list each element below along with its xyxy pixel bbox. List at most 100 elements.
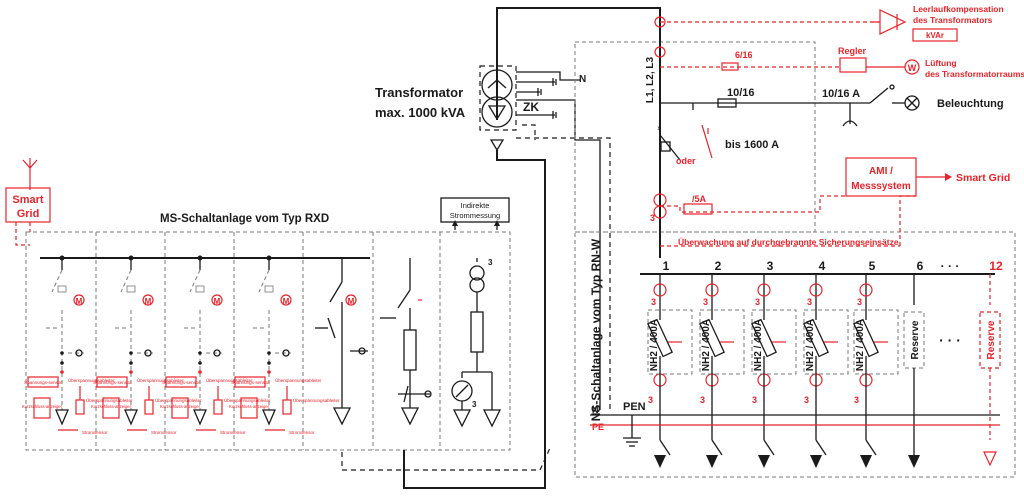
fuse-10-16-label: 10/16 bbox=[727, 87, 755, 99]
ct-number-top: 3 bbox=[488, 258, 493, 267]
surge-arrester-label: Überspannungsableiter bbox=[206, 377, 253, 383]
reserve-label: Reserve bbox=[910, 320, 921, 359]
fuse-6-16 bbox=[721, 62, 739, 71]
feeder-number: 2 bbox=[715, 259, 722, 273]
motor-label-6: M bbox=[348, 297, 355, 306]
regler-box bbox=[839, 57, 867, 73]
ground-icon bbox=[623, 415, 641, 447]
ct-three: 3 bbox=[755, 297, 760, 307]
surge-arrester-label-2: Überspannungsableiter bbox=[293, 397, 340, 403]
ns-feeder: Reserve bbox=[979, 274, 1001, 467]
ct-three: 3 bbox=[651, 297, 656, 307]
voltage-sensor-label: Spannungs-sensor bbox=[24, 380, 62, 385]
ns-feeder: Reserve bbox=[903, 274, 925, 468]
surge-arrester-label: Überspannungsableiter bbox=[275, 377, 322, 383]
current-sensor-label: Stromsensor bbox=[151, 430, 177, 435]
fuse-10-16a-label: 10/16 A bbox=[822, 88, 860, 100]
motor-label: M bbox=[76, 297, 83, 306]
nh-label: NH2 / 400A bbox=[701, 319, 712, 371]
voltage-sensor-label: Spannungs-sensor bbox=[162, 380, 200, 385]
ami-line2: Messsystem bbox=[851, 181, 911, 192]
short-circuit-indicator-label: Kurzschluss-anzeiger bbox=[91, 404, 132, 409]
feeder-number: 12 bbox=[989, 259, 1003, 273]
smart-grid-box-left bbox=[5, 187, 51, 223]
n-label-bottom: N bbox=[592, 405, 599, 415]
indirect-measurement-line2: Strommessung bbox=[450, 211, 500, 220]
ct-three-low: 3 bbox=[700, 395, 705, 405]
fan-label-line2: des Transformatorraums bbox=[925, 69, 1024, 79]
ct-three: 3 bbox=[807, 297, 812, 307]
surge-arrester-label: Überspannungsableiter bbox=[68, 377, 115, 383]
fan-symbol: W bbox=[908, 63, 917, 73]
fuse-monitoring-label: Überwachung auf durchgebrannte Sicherung… bbox=[678, 237, 899, 247]
fan-label-line1: Lüftung bbox=[925, 58, 957, 68]
fuse-10-16 bbox=[717, 98, 737, 108]
lamp-icon bbox=[904, 95, 920, 111]
pen-label: PEN bbox=[623, 401, 646, 413]
ct-three-low: 3 bbox=[854, 395, 859, 405]
ns-switchgear-title: NS-Schaltanlage vom Typ RN-W bbox=[589, 238, 603, 421]
feeder-number: 3 bbox=[767, 259, 774, 273]
ct-ratio: /5A bbox=[692, 194, 707, 204]
indirect-measurement-box bbox=[440, 197, 510, 223]
ms-switchgear-frame bbox=[25, 231, 511, 451]
ct-three-low: 3 bbox=[804, 395, 809, 405]
reactive-comp-line2: des Transformators bbox=[913, 15, 993, 25]
transformer-title: Transformator bbox=[375, 85, 463, 100]
transformer-rating: max. 1000 kVA bbox=[375, 105, 466, 120]
smart-grid-right: Smart Grid bbox=[956, 172, 1010, 184]
feeder-number: · · · bbox=[941, 259, 960, 273]
ct-three: 3 bbox=[703, 297, 708, 307]
n-label-top: N bbox=[579, 74, 586, 85]
lighting-label: Beleuchtung bbox=[937, 98, 1004, 110]
motor-label: M bbox=[145, 297, 152, 306]
ami-line1: AMI / bbox=[869, 166, 893, 177]
antenna-icon bbox=[22, 158, 38, 190]
reactive-comp-line1: Leerlaufkompensation bbox=[913, 4, 1004, 14]
ct-three-low: 3 bbox=[752, 395, 757, 405]
indirect-measurement-line1: Indirekte bbox=[461, 201, 490, 210]
reactive-comp-unit: kVAr bbox=[926, 31, 944, 40]
ns-switchgear-frame bbox=[574, 231, 1016, 478]
zk-label: ZK bbox=[523, 100, 539, 114]
nh-label: NH2 / 400A bbox=[753, 319, 764, 371]
ct-three: 3 bbox=[857, 297, 862, 307]
current-sensor-label: Stromsensor bbox=[82, 430, 108, 435]
smart-grid-left-line2: Grid bbox=[17, 208, 40, 220]
surge-arrester-label-2: Überspannungsableiter bbox=[86, 397, 133, 403]
breaker-rating: bis 1600 A bbox=[725, 139, 779, 151]
voltage-sensor-label: Spannungs-sensor bbox=[231, 380, 269, 385]
nh-label: NH2 / 400A bbox=[855, 319, 866, 371]
current-sensor-label: Stromsensor bbox=[220, 430, 246, 435]
ct-count-label: 3 bbox=[650, 213, 655, 223]
fuse-6-16-label: 6/16 bbox=[735, 50, 753, 60]
ct-number-bottom: 3 bbox=[472, 400, 477, 409]
phase-label: L1, L2, L3 bbox=[645, 57, 656, 104]
ms-switchgear-title: MS-Schaltanlage vom Typ RXD bbox=[160, 213, 329, 225]
surge-arrester-label-2: Überspannungsableiter bbox=[155, 397, 202, 403]
short-circuit-indicator-label: Kurzschluss-anzeiger bbox=[22, 404, 63, 409]
nh-label: NH2 / 400A bbox=[805, 319, 816, 371]
voltage-sensor-label: Spannungs-sensor bbox=[93, 380, 131, 385]
feeder-number: 6 bbox=[917, 259, 924, 273]
breaker-x: × bbox=[657, 124, 662, 133]
reserve-label: Reserve bbox=[986, 320, 997, 359]
ellipsis: · · · bbox=[939, 332, 961, 348]
ms-transformer-feeder: M bbox=[315, 258, 368, 426]
smart-grid-left-line1: Smart bbox=[12, 194, 44, 206]
feeder-number: 1 bbox=[663, 259, 670, 273]
nh-label: NH2 / 400A bbox=[649, 319, 660, 371]
capacitor-icon bbox=[870, 9, 907, 35]
short-circuit-indicator-label: Kurzschluss-anzeiger bbox=[160, 404, 201, 409]
short-circuit-indicator-label: Kurzschluss-anzeiger bbox=[229, 404, 270, 409]
